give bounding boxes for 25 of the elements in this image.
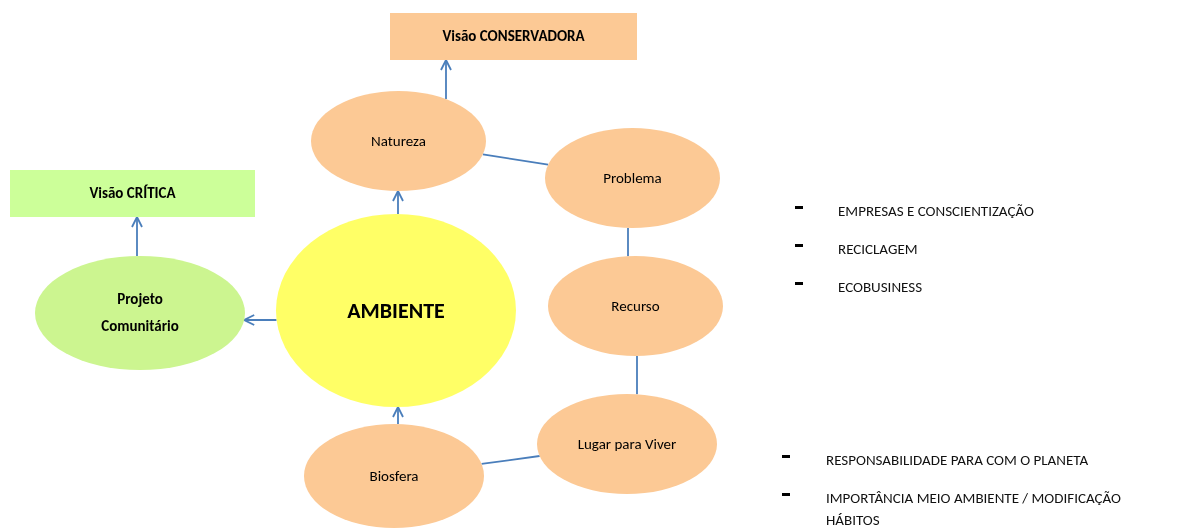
node-label: Biosfera	[369, 465, 419, 487]
list-item-text: EMPRESAS E CONSCIENTIZAÇÃO	[838, 201, 1035, 222]
connector-line	[481, 153, 550, 166]
node-label: Visão CRÍTICA	[89, 183, 176, 204]
list-item-text: RESPONSABILIDADE PARA COM O PLANETA	[826, 450, 1090, 471]
arrow	[243, 314, 278, 326]
arrow	[131, 216, 143, 257]
node-label: Natureza	[371, 130, 426, 152]
arrow	[392, 190, 404, 215]
title-box	[390, 13, 637, 60]
arrow	[440, 59, 452, 100]
connector-line	[636, 355, 638, 396]
node-label: AMBIENTE	[347, 295, 445, 326]
node-label: Visão CONSERVADORA	[442, 26, 585, 47]
connector-line	[480, 455, 541, 465]
list-item-text: IMPORTÂNCIA MEIO AMBIENTE / MODIFICAÇÃO HÁBITOS	[826, 488, 1122, 531]
connector-line	[627, 227, 629, 258]
title-box	[10, 170, 255, 217]
node-label: Lugar para Viver	[577, 433, 677, 455]
node-label: Recurso	[611, 295, 660, 317]
list-item-text: RECICLAGEM	[838, 239, 919, 260]
arrow	[392, 406, 404, 425]
list-item-text: ECOBUSINESS	[838, 277, 924, 298]
node-label: Projeto Comunitário	[100, 289, 180, 337]
node-label: Problema	[603, 167, 662, 189]
